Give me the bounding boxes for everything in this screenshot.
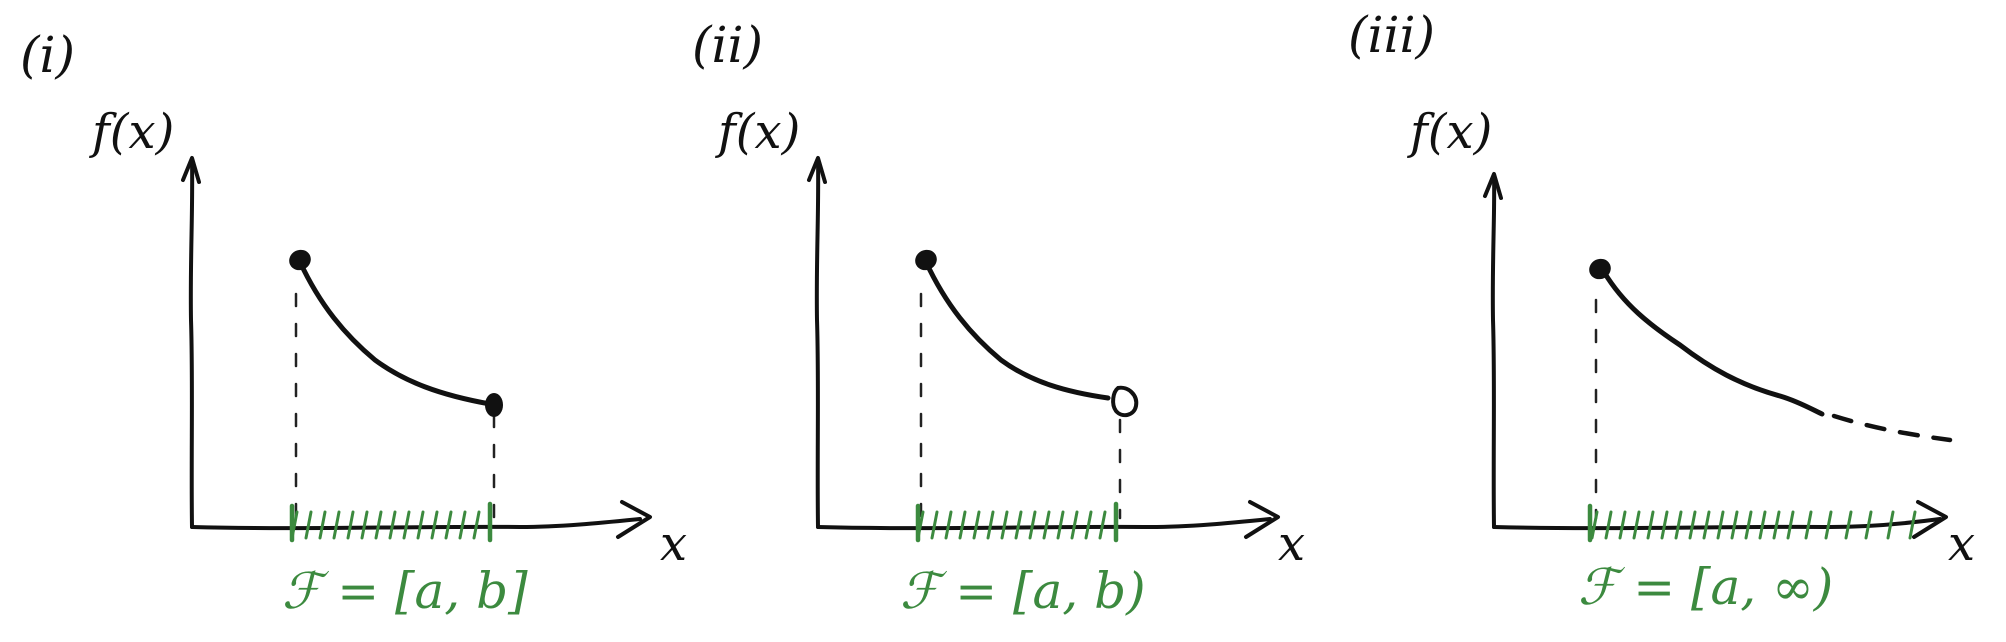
x-axis-label-i: x (660, 516, 687, 572)
hatched-interval-ii (915, 501, 1119, 543)
guides-i (294, 292, 496, 520)
y-axis-ii (814, 158, 821, 529)
closed-endpoint-a-i (289, 249, 311, 271)
x-axis-ii (816, 517, 1272, 531)
y-axis-label-i: f(x) (89, 104, 174, 160)
set-label-ii: ℱ = [a, b) (900, 562, 1146, 620)
guides-ii (919, 292, 1122, 520)
panel-i: (i) f(x) x ℱ = [a, b] (20, 26, 687, 620)
axes-ii (807, 156, 1280, 539)
hatch-marks-iii (1590, 510, 1917, 540)
x-axis-iii (1492, 517, 1942, 531)
closed-endpoint-a-iii (1589, 258, 1611, 280)
x-axis-arrowhead-ii (1244, 500, 1280, 539)
panel-ii: (ii) f(x) x ℱ = [a, b) (692, 16, 1305, 620)
panel-label-i: (i) (20, 26, 75, 84)
y-axis-label-ii: f(x) (715, 104, 800, 160)
axes-i (181, 156, 652, 539)
y-axis-arrowhead-ii (807, 156, 827, 184)
x-axis-arrowhead-i (616, 500, 652, 539)
closed-endpoint-a-ii (915, 249, 937, 271)
y-axis-arrowhead-i (181, 156, 201, 184)
axes-iii (1483, 172, 1948, 539)
hatch-marks-i (290, 510, 481, 540)
hatched-interval-iii (1587, 503, 1917, 543)
x-axis-arrowhead-iii (1912, 500, 1948, 539)
x-axis-label-iii: x (1948, 516, 1975, 572)
hatch-marks-ii (916, 510, 1107, 540)
hatched-interval-i (289, 501, 493, 543)
y-axis-arrowhead-iii (1483, 172, 1503, 200)
function-tail-iii (1831, 413, 1953, 443)
panel-iii: (iii) f(x) x ℱ = [a, ∞) (1348, 6, 1975, 616)
y-axis-i (188, 158, 195, 529)
closed-endpoint-b-i (485, 393, 503, 417)
function-curve-i (297, 259, 493, 407)
panel-label-ii: (ii) (692, 16, 763, 74)
x-axis-i (190, 517, 642, 531)
open-endpoint-b-ii (1111, 385, 1139, 418)
set-label-i: ℱ = [a, b] (282, 562, 528, 620)
set-label-iii: ℱ = [a, ∞) (1578, 558, 1833, 616)
panel-label-iii: (iii) (1348, 6, 1435, 64)
function-curve-ii (923, 259, 1111, 401)
function-curve-iii (1601, 269, 1825, 417)
y-axis-label-iii: f(x) (1407, 104, 1492, 160)
x-axis-label-ii: x (1278, 516, 1305, 572)
y-axis-iii (1490, 174, 1497, 529)
